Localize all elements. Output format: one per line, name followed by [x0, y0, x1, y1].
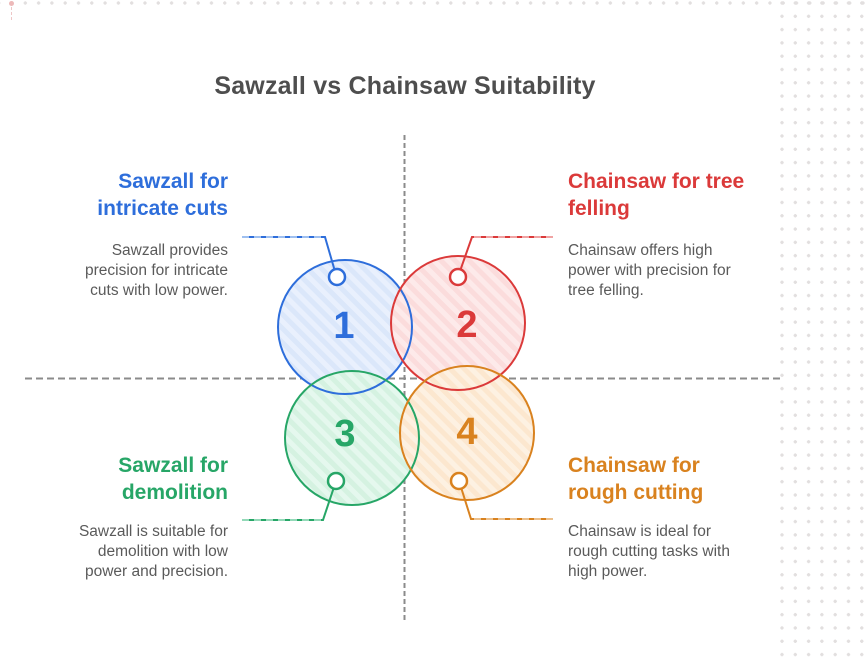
dot-grid-top [0, 0, 868, 7]
circle-3-fill [285, 371, 419, 505]
quadrant-1-heading: Sawzall for intricate cuts [40, 168, 228, 222]
circle-2-number: 2 [456, 304, 477, 346]
connector-dot-4 [449, 471, 469, 491]
quadrant-3-heading-line: Sawzall for [118, 454, 228, 477]
quadrant-4-description-line: high power. [568, 563, 648, 580]
circle-4-fill [400, 366, 534, 500]
quadrant-2-description: Chainsaw offers high power with precisio… [568, 241, 768, 301]
circle-3-number: 3 [334, 413, 355, 455]
quadrant-2-description-line: power with precision for [568, 262, 731, 279]
connector-dot-2 [448, 267, 468, 287]
quadrant-2-description-line: Chainsaw offers high [568, 242, 713, 259]
connector-dot-3 [326, 471, 346, 491]
quadrant-2-heading: Chainsaw for tree felling [568, 168, 768, 222]
quadrant-1-description-line: precision for intricate [84, 262, 228, 279]
quadrant-4-heading: Chainsaw for rough cutting [568, 452, 768, 506]
accent-dot [9, 1, 14, 6]
quadrant-2-description-line: tree felling. [568, 282, 644, 299]
circle-1-number: 1 [333, 305, 354, 347]
quadrant-3-description-line: power and precision. [84, 563, 228, 580]
quadrant-3-description-line: demolition with low [97, 543, 228, 560]
accent-dot-tick [11, 7, 12, 20]
circle-2-outline [390, 255, 526, 391]
quadrant-2-heading-line: felling [568, 197, 630, 220]
circle-1-fill [278, 260, 412, 394]
quadrant-3-heading: Sawzall for demolition [40, 452, 228, 506]
quadrant-4-description: Chainsaw is ideal for rough cutting task… [568, 522, 768, 582]
quadrant-1-description-line: cuts with low power. [90, 282, 228, 299]
quadrant-1-description-line: Sawzall provides [111, 242, 228, 259]
circle-4-number: 4 [456, 411, 477, 453]
circle-1-outline [277, 259, 413, 395]
quadrant-4-description-line: rough cutting tasks with [568, 543, 730, 560]
quadrant-3-description: Sawzall is suitable for demolition with … [30, 522, 228, 582]
quadrant-3-description-line: Sawzall is suitable for [78, 523, 228, 540]
quadrant-4-heading-line: rough cutting [568, 481, 704, 504]
quadrant-1-heading-line: Sawzall for [118, 170, 228, 193]
quadrant-1-description: Sawzall provides precision for intricate… [30, 241, 228, 301]
connector-dot-1 [327, 267, 347, 287]
circle-3-outline [284, 370, 420, 506]
circle-4-outline [399, 365, 535, 501]
quadrant-2-heading-line: Chainsaw for tree [568, 170, 745, 193]
quadrant-4-heading-line: Chainsaw for [568, 454, 700, 477]
page-title: Sawzall vs Chainsaw Suitability [214, 72, 596, 100]
quadrant-4-description-line: Chainsaw is ideal for [568, 523, 712, 540]
dot-grid-right [775, 0, 868, 657]
circle-2-fill [391, 256, 525, 390]
quadrant-3-heading-line: demolition [121, 481, 228, 504]
quadrant-1-heading-line: intricate cuts [97, 197, 228, 220]
